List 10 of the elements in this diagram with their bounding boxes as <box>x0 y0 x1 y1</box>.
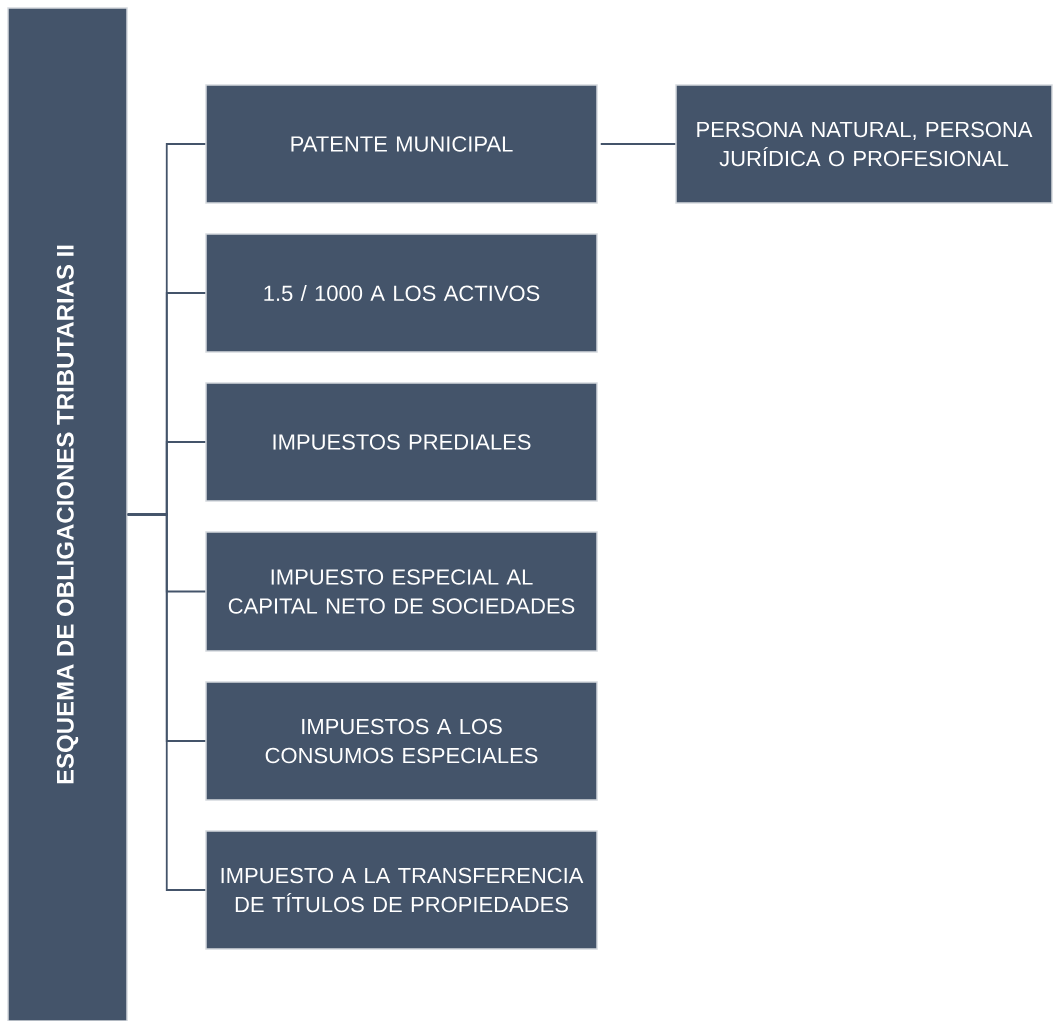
category-box: IMPUESTOS PREDIALES <box>205 382 598 502</box>
category-box: IMPUESTO A LA TRANSFERENCIA DE TÍTULOS DE PROPIEDADES <box>205 830 598 950</box>
category-box: 1.5 / 1000 A LOS ACTIVOS <box>205 233 598 353</box>
connector-line <box>599 143 677 145</box>
category-box: IMPUESTOS A LOS CONSUMOS ESPECIALES <box>205 681 598 801</box>
category-box: PERSONA NATURAL, PERSONA JURÍDICA O PROFESIONAL <box>675 84 1053 204</box>
connector-line <box>126 513 207 891</box>
title-bar: ESQUEMA DE OBLIGACIONES TRIBUTARIAS II <box>7 7 128 1021</box>
category-box: PATENTE MUNICIPAL <box>205 84 598 204</box>
category-box: IMPUESTO ESPECIAL AL CAPITAL NETO DE SOCIEDADES <box>205 531 598 652</box>
